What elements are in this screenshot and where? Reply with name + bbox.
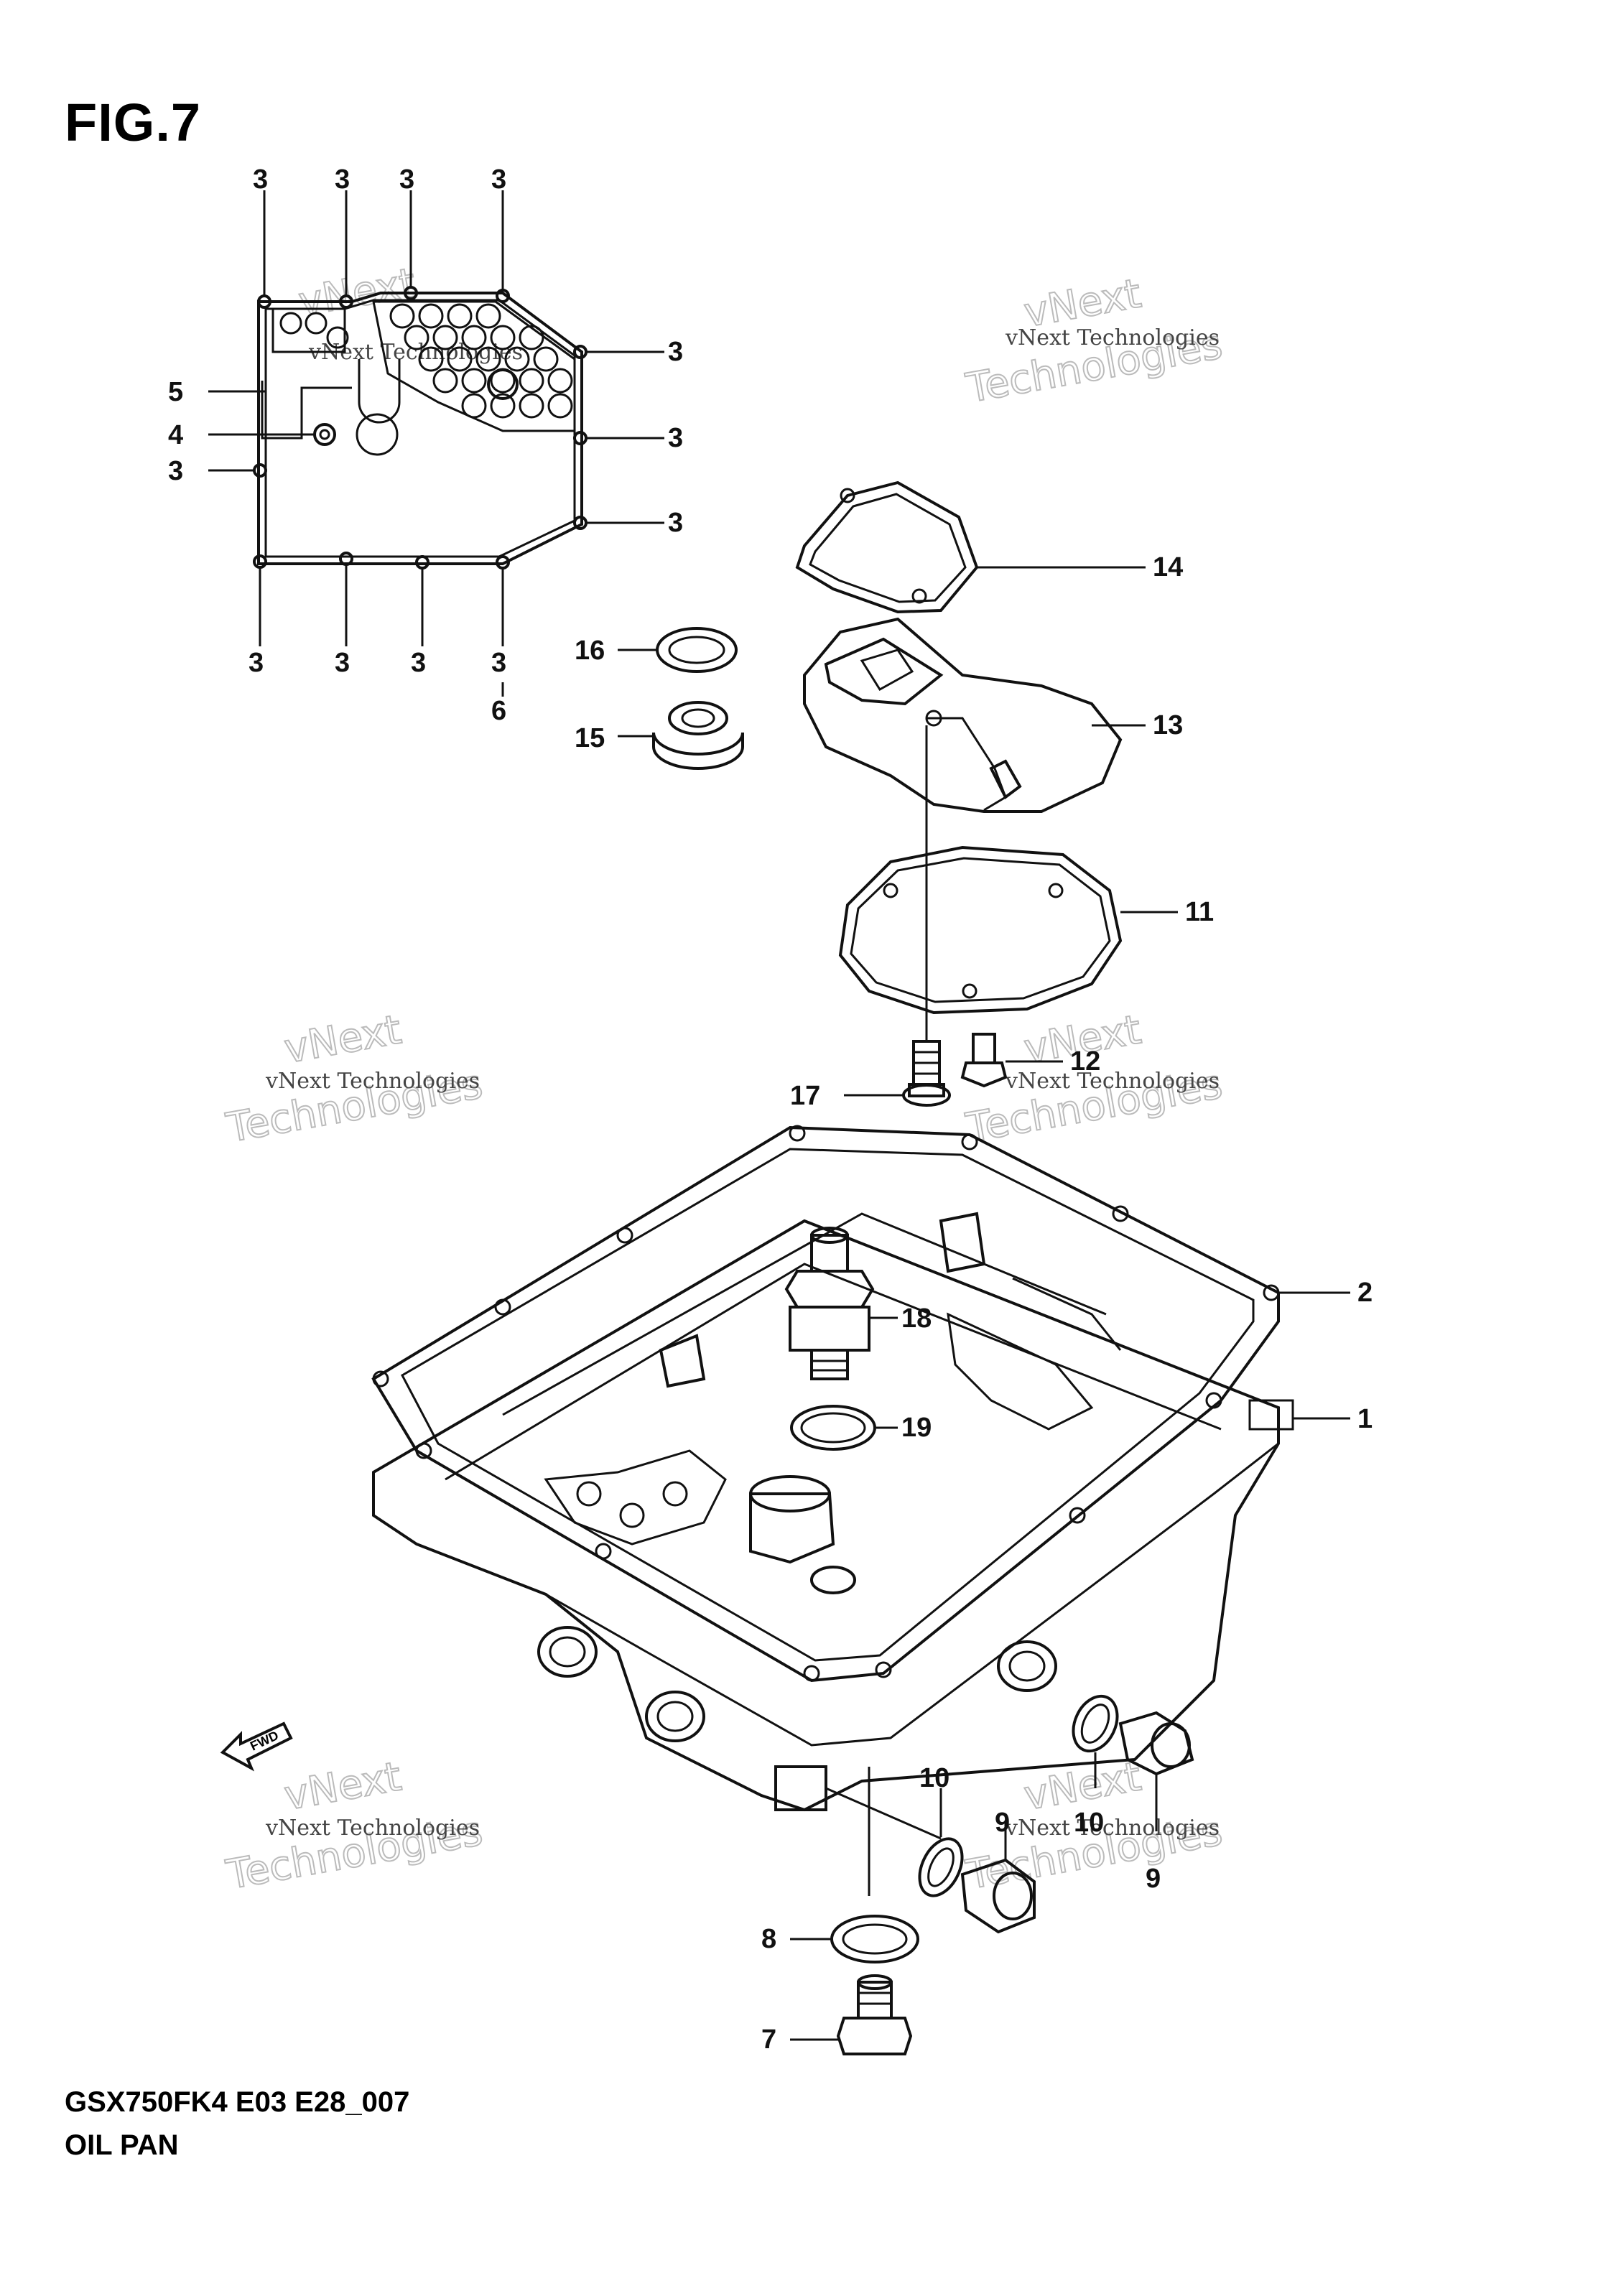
washer-item-10-right <box>1072 1694 1119 1788</box>
svg-text:vNext Technologies: vNext Technologies <box>265 1816 480 1841</box>
gasket-item-11 <box>838 845 1178 1015</box>
watermark-group: vNext Technologies vNext Technologies vN… <box>222 259 1227 1900</box>
callout-15: 15 <box>575 723 605 753</box>
callout-13: 13 <box>1153 710 1183 740</box>
callout-5: 5 <box>168 377 183 407</box>
watermark-mid-left: vNext Technologies vNext Technologies <box>222 1005 487 1153</box>
callout-3: 3 <box>491 164 506 195</box>
callout-labels: 3 3 3 3 3 3 3 3 3 3 3 3 4 5 6 16 15 14 1… <box>168 164 1373 2055</box>
front-direction-arrow-icon: FWD <box>220 1721 293 1772</box>
callout-3: 3 <box>491 648 506 678</box>
callout-10: 10 <box>1074 1808 1104 1838</box>
callout-14: 14 <box>1153 552 1183 582</box>
svg-text:vNext: vNext <box>281 1753 404 1819</box>
callout-19: 19 <box>901 1413 932 1443</box>
callout-16: 16 <box>575 636 605 666</box>
gasket-bolt-holes <box>253 286 588 570</box>
callout-2: 2 <box>1357 1278 1373 1308</box>
callout-3: 3 <box>399 164 414 195</box>
washer-item-8 <box>790 1915 919 1963</box>
callout-3: 3 <box>668 423 683 453</box>
callout-9: 9 <box>1146 1864 1161 1894</box>
drain-bolt-item-7 <box>790 1974 913 2055</box>
gasket-2-bolt-holes <box>372 1125 1280 1682</box>
callout-3: 3 <box>335 648 350 678</box>
callout-10: 10 <box>919 1763 949 1793</box>
model-code: GSX750FK4 E03 E28_007 <box>65 2086 410 2118</box>
figure-name: OIL PAN <box>65 2129 179 2161</box>
oil-pan-item-1 <box>372 1212 1350 1896</box>
callout-3: 3 <box>253 164 268 195</box>
o-ring-item-16 <box>618 627 738 673</box>
seal-item-15 <box>618 701 744 770</box>
callout-3: 3 <box>668 508 683 538</box>
callout-18: 18 <box>901 1303 932 1334</box>
callout-11: 11 <box>1185 897 1214 927</box>
callout-3: 3 <box>668 337 683 367</box>
callout-4: 4 <box>168 420 183 450</box>
callout-6: 6 <box>491 696 506 726</box>
o-ring-item-4 <box>313 423 336 446</box>
svg-text:vNext Technologies: vNext Technologies <box>265 1069 480 1094</box>
watermark-bottom-left: vNext Technologies vNext Technologies <box>222 1752 487 1900</box>
plug-item-9-bottom <box>960 1821 1036 1934</box>
strainer-leaders <box>208 190 664 646</box>
callout-3: 3 <box>168 456 183 486</box>
callout-8: 8 <box>761 1924 776 1954</box>
figure-title: FIG.7 <box>65 93 202 152</box>
svg-text:vNext Technologies: vNext Technologies <box>1005 1816 1220 1841</box>
bolt-item-17 <box>844 725 951 1107</box>
svg-text:vNext: vNext <box>281 1006 404 1072</box>
callout-3: 3 <box>411 648 426 678</box>
plug-item-9-right <box>1118 1711 1194 1831</box>
o-ring-item-19 <box>790 1405 898 1451</box>
callout-7: 7 <box>761 2025 776 2055</box>
callout-12: 12 <box>1070 1046 1100 1077</box>
callout-9: 9 <box>995 1808 1010 1838</box>
cover-item-13 <box>803 617 1146 813</box>
callout-1: 1 <box>1357 1404 1373 1434</box>
callout-3: 3 <box>249 648 264 678</box>
gasket-item-2 <box>371 1125 1350 1683</box>
svg-text:vNext Technologies: vNext Technologies <box>1005 325 1220 350</box>
strainer-mesh <box>372 300 576 432</box>
bolt-item-12 <box>960 1033 1063 1088</box>
watermark-top-left: vNext vNext Technologies <box>294 259 523 365</box>
gasket-item-14 <box>795 480 1146 614</box>
watermark-top-right: vNext Technologies vNext Technologies <box>962 269 1227 413</box>
callout-3: 3 <box>335 164 350 195</box>
oil-pressure-switch-item-18 <box>784 1227 898 1380</box>
washer-item-10-bottom <box>918 1788 964 1897</box>
oil-strainer-gasket <box>253 286 588 570</box>
callout-17: 17 <box>790 1081 820 1111</box>
svg-text:vNext Technologies: vNext Technologies <box>1005 1069 1220 1094</box>
